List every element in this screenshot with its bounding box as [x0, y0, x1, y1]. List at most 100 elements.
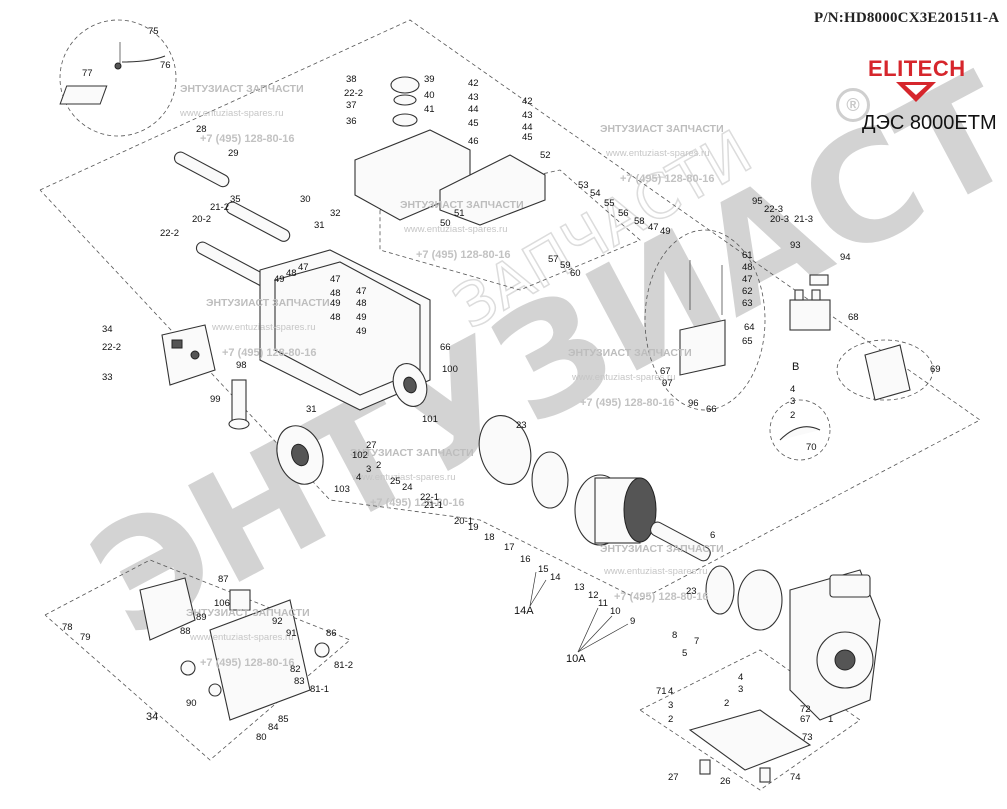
callout: 57 — [548, 254, 559, 265]
part-number: P/N:HD8000CX3E201511-A — [814, 10, 1000, 26]
svg-text:www.entuziast-spares.ru: www.entuziast-spares.ru — [179, 108, 283, 119]
callout: 4 — [738, 672, 743, 683]
svg-text:ЭНТУЗИАСТ ЗАПЧАСТИ: ЭНТУЗИАСТ ЗАПЧАСТИ — [600, 123, 724, 135]
callout: 23 — [686, 586, 697, 597]
watermark-stamp-3: ЭНТУЗИАСТ ЗАПЧАСТИ www.entuziast-spares.… — [400, 199, 524, 261]
callout: 98 — [236, 360, 247, 371]
model-title: ДЭС 8000ЕТМ — [862, 112, 997, 134]
callout: 68 — [848, 312, 859, 323]
callout: 48 — [286, 268, 297, 279]
callout: 34 — [102, 324, 113, 335]
callout: 101 — [422, 414, 438, 425]
callout: 22-2 — [160, 228, 179, 239]
callout: 2 — [376, 460, 381, 471]
callout: 29 — [228, 148, 239, 159]
callout: 77 — [82, 68, 93, 79]
callout: 4 — [790, 384, 795, 395]
watermark-stamp-8: ЭНТУЗИАСТ ЗАПЧАСТИ www.entuziast-spares.… — [186, 607, 310, 669]
callout: 76 — [160, 60, 171, 71]
callout: 22-2 — [344, 88, 363, 99]
callout: 65 — [742, 336, 753, 347]
callout: 69 — [930, 364, 941, 375]
callout: 85 — [278, 714, 289, 725]
callout: 33 — [102, 372, 113, 383]
callout: 59 — [560, 260, 571, 271]
callout: 8 — [672, 630, 677, 641]
callout: 56 — [618, 208, 629, 219]
callout: 47 — [356, 286, 367, 297]
callout: 21-3 — [794, 214, 813, 225]
callout: 67 — [660, 366, 671, 377]
callout: 60 — [570, 268, 581, 279]
callout: 86 — [326, 628, 337, 639]
callout: 41 — [424, 104, 435, 115]
callout: 106 — [214, 598, 230, 609]
callout: 24 — [402, 482, 413, 493]
svg-text:ЭНТУЗИАСТ ЗАПЧАСТИ: ЭНТУЗИАСТ ЗАПЧАСТИ — [568, 347, 692, 359]
watermark-stamp-2: ЭНТУЗИАСТ ЗАПЧАСТИ www.entuziast-spares.… — [600, 123, 724, 185]
callout: 93 — [790, 240, 801, 251]
svg-text:ЭНТУЗИАСТ ЗАПЧАСТИ: ЭНТУЗИАСТ ЗАПЧАСТИ — [180, 83, 304, 95]
callout: 13 — [574, 582, 585, 593]
callout: 36 — [346, 116, 357, 127]
svg-text:+7 (495) 128-80-16: +7 (495) 128-80-16 — [222, 347, 316, 359]
callout: 75 — [148, 26, 159, 37]
callout: 55 — [604, 198, 615, 209]
callout: 26 — [720, 776, 731, 787]
group-leaders — [529, 571, 629, 653]
callout: 18 — [484, 532, 495, 543]
callout: 89 — [196, 612, 207, 623]
callout: 87 — [218, 574, 229, 585]
callout: 72 — [800, 704, 811, 715]
callout: 39 — [424, 74, 435, 85]
callout: 49 — [356, 312, 367, 323]
fuel-tank-assembly — [354, 76, 546, 226]
callout: 46 — [468, 136, 479, 147]
callout: 43 — [468, 92, 479, 103]
callout: 42 — [522, 96, 533, 107]
control-panel-assembly — [161, 324, 216, 386]
callout: 10A — [566, 653, 586, 665]
svg-text:ЭНТУЗИАСТ ЗАПЧАСТИ: ЭНТУЗИАСТ ЗАПЧАСТИ — [400, 199, 524, 211]
callout: 67 — [800, 714, 811, 725]
callout: 80 — [256, 732, 267, 743]
callout: 22-2 — [102, 342, 121, 353]
callout: 58 — [634, 216, 645, 227]
callout: 49 — [356, 326, 367, 337]
callout: 45 — [522, 132, 533, 143]
callout: 44 — [522, 122, 533, 133]
callout: 1 — [828, 714, 833, 725]
callout: 47 — [742, 274, 753, 285]
callout: 94 — [840, 252, 851, 263]
svg-text:www.entuziast-spares.ru: www.entuziast-spares.ru — [603, 566, 707, 577]
callout: 4 — [668, 686, 673, 697]
callout: 7 — [694, 636, 699, 647]
callout: 23 — [516, 420, 527, 431]
svg-text:ЭНТУЗИАСТ ЗАПЧАСТИ: ЭНТУЗИАСТ ЗАПЧАСТИ — [186, 607, 310, 619]
callout: 19 — [468, 522, 479, 533]
handle-detail — [59, 42, 166, 105]
callout: 49 — [660, 226, 671, 237]
svg-text:+7 (495) 128-80-16: +7 (495) 128-80-16 — [580, 397, 674, 409]
engine-base-assembly — [688, 709, 812, 783]
callout: 47 — [330, 274, 341, 285]
callout: 95 — [752, 196, 763, 207]
callout: 15 — [538, 564, 549, 575]
callout: 96 — [688, 398, 699, 409]
detail-circle-starter — [836, 339, 934, 401]
svg-text:+7 (495) 128-80-16: +7 (495) 128-80-16 — [370, 497, 464, 509]
svg-text:+7 (495) 128-80-16: +7 (495) 128-80-16 — [200, 657, 294, 669]
callout: 20-2 — [192, 214, 211, 225]
watermark-stamp-6: ЭНТУЗИАСТ ЗАПЧАСТИ www.entuziast-spares.… — [350, 447, 474, 509]
callout: 103 — [334, 484, 350, 495]
callout: 90 — [186, 698, 197, 709]
callout: 102 — [352, 450, 368, 461]
callout: 28 — [196, 124, 207, 135]
callout: 48 — [742, 262, 753, 273]
registered-mark: ® — [836, 88, 870, 122]
callout: 38 — [346, 74, 357, 85]
callout: 64 — [744, 322, 755, 333]
callout: 91 — [286, 628, 297, 639]
callout: 22-1 — [420, 492, 439, 503]
callout: 25 — [390, 476, 401, 487]
